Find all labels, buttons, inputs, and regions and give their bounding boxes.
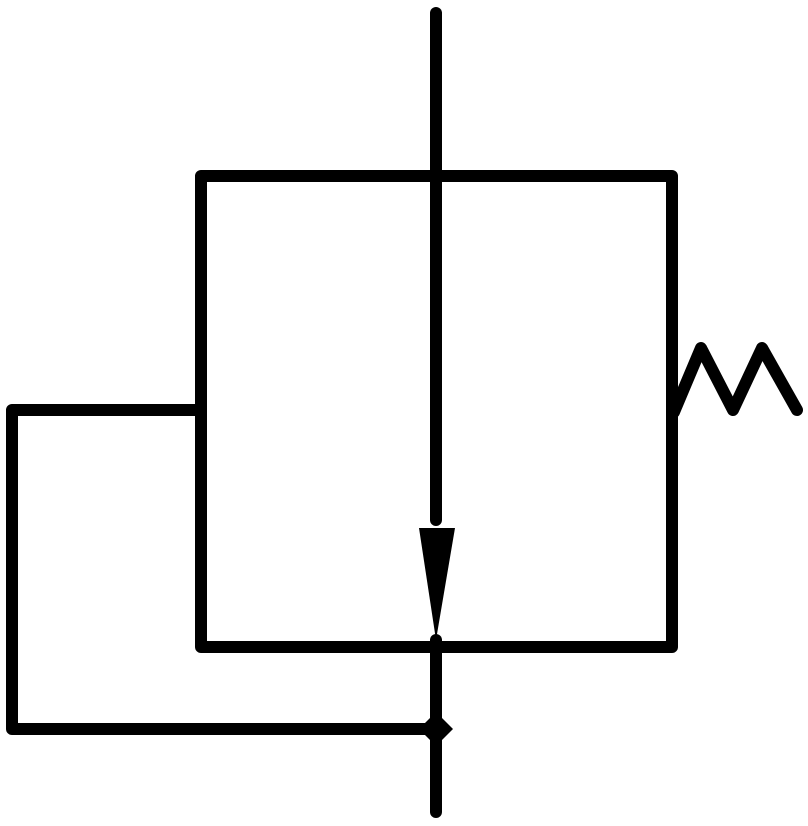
flow-arrow-icon: [419, 528, 455, 640]
junction-point: [419, 712, 453, 746]
spring-icon: [668, 342, 803, 418]
pilot-line: [6, 404, 442, 735]
